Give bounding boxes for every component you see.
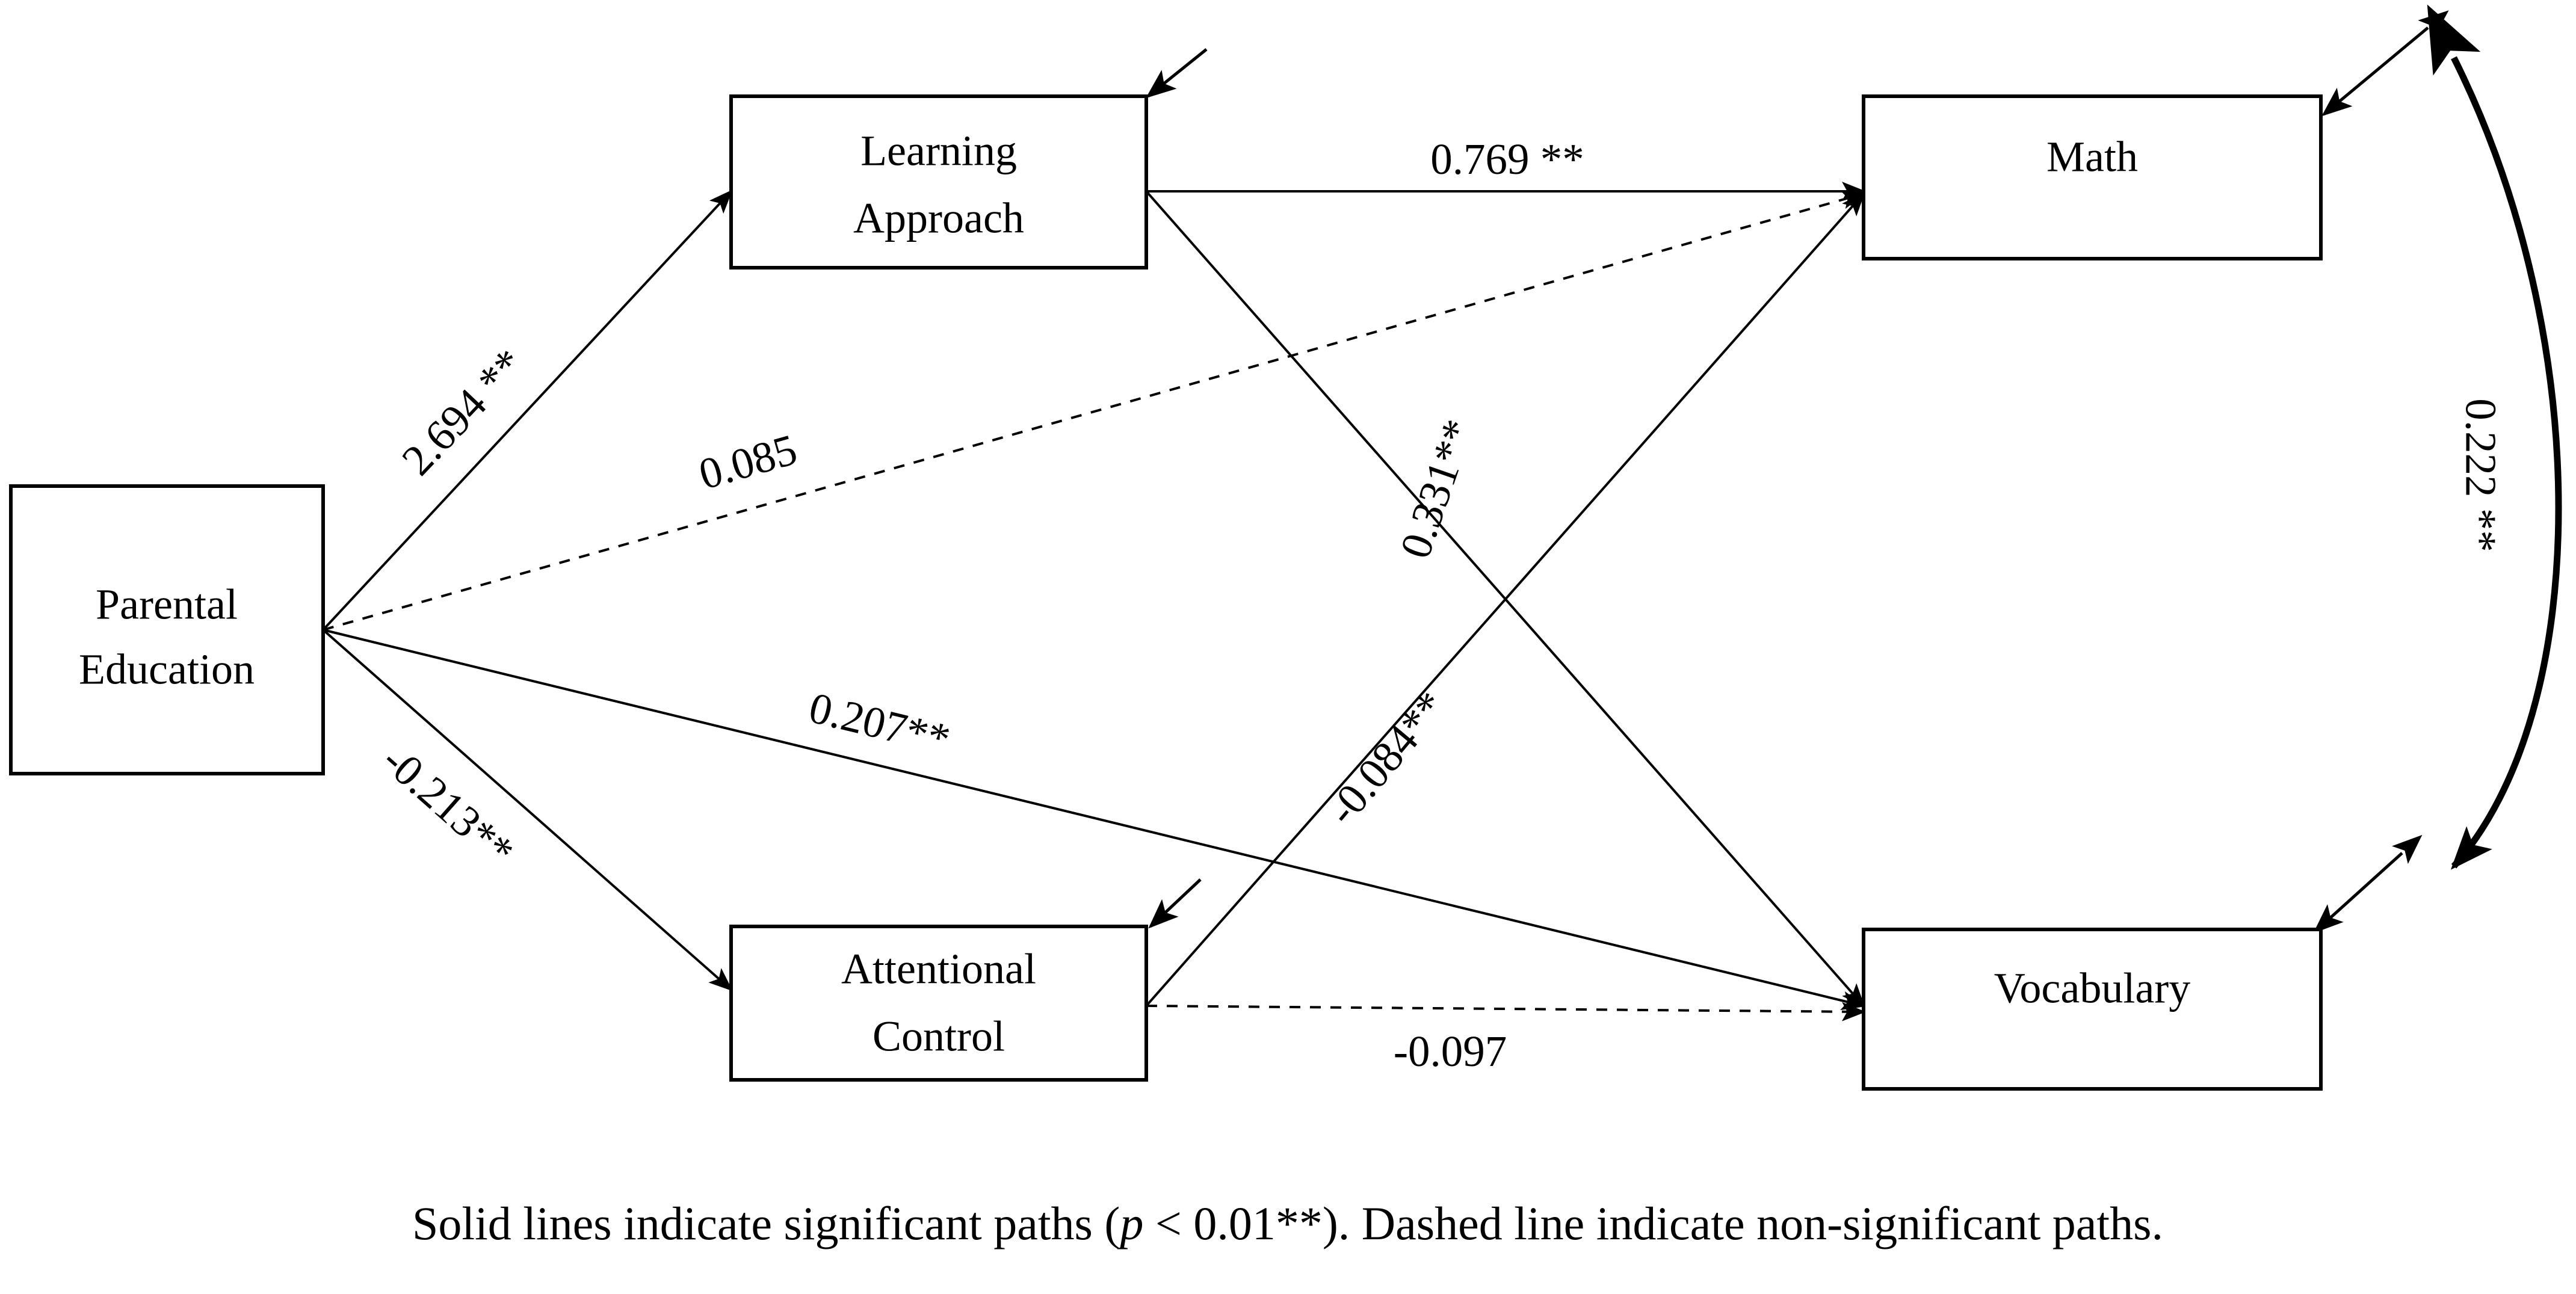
node-box-parental-education (9, 484, 325, 775)
caption-part2: < 0.01**). Dashed line indicate non-sign… (1143, 1197, 2163, 1249)
disturbance-arrow-attentional-control (1148, 878, 1202, 929)
node-label-attentional-control-line1: Attentional (841, 945, 1036, 993)
caption-part1: Solid lines indicate significant paths ( (412, 1197, 1120, 1249)
node-box-vocabulary (1862, 928, 2323, 1091)
path-line-pe-to-la (322, 189, 733, 631)
node-label-learning-approach-line1: Learning (860, 127, 1017, 175)
path-line-ac-to-math (1145, 192, 1865, 1007)
node-attentional-control[interactable]: Attentional Control (729, 925, 1148, 1082)
path-line-pe-to-vocab (323, 629, 1866, 1011)
node-learning-approach[interactable]: Learning Approach (729, 94, 1148, 270)
node-box-attentional-control (729, 925, 1148, 1082)
node-label-parental-education-line1: Parental (96, 581, 238, 629)
node-parental-education[interactable]: Parental Education (9, 484, 325, 775)
coef-label-ac-to-math: -0.084** (1317, 682, 1456, 834)
coef-label-pe-to-ac: -0.213** (373, 735, 524, 876)
node-label-learning-approach-line2: Approach (853, 194, 1024, 242)
node-math[interactable]: Math (1862, 94, 2323, 260)
caption-p-italic: p (1117, 1197, 1143, 1249)
node-label-math: Math (2046, 133, 2138, 181)
node-label-vocabulary: Vocabulary (1994, 964, 2191, 1012)
node-box-math (1862, 94, 2323, 260)
path-line-pe-to-ac (322, 629, 733, 991)
node-vocabulary[interactable]: Vocabulary (1862, 928, 2323, 1091)
coef-label-la-to-math: 0.769 ** (1430, 135, 1584, 183)
coef-label-la-to-vocab: 0.331** (1391, 413, 1483, 564)
node-label-parental-education-line2: Education (79, 645, 255, 694)
node-box-learning-approach (729, 94, 1148, 270)
path-line-ac-to-vocab (1146, 1002, 1866, 1021)
coef-label-math-vocab-correlation: 0.222 ** (2456, 398, 2505, 552)
disturbance-arrow-vocabulary (2313, 834, 2423, 934)
path-line-pe-to-math (323, 190, 1866, 631)
figure-caption: Solid lines indicate significant paths (… (412, 1197, 2163, 1249)
disturbance-arrow-math (2321, 10, 2449, 117)
coef-label-ac-to-vocab: -0.097 (1394, 1027, 1507, 1076)
path-curve-math-vocab-correlation (2427, 4, 2562, 870)
disturbance-arrow-learning-approach (1146, 48, 1208, 99)
node-label-attentional-control-line2: Control (873, 1012, 1005, 1061)
coef-label-pe-to-la: 2.694 ** (392, 339, 534, 484)
coef-label-pe-to-math: 0.085 (694, 425, 802, 499)
